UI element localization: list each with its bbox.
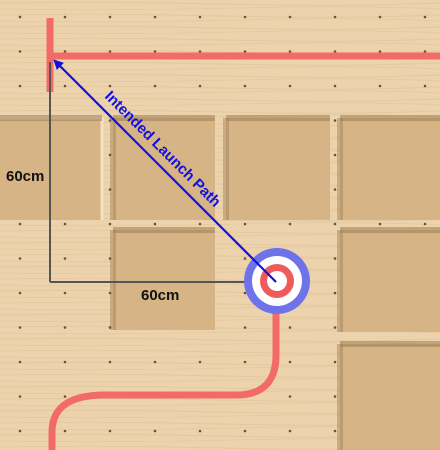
peg-hole: [63, 360, 67, 364]
peg-hole: [243, 429, 247, 433]
peg-hole: [198, 84, 202, 88]
peg-hole: [153, 84, 157, 88]
peg-hole: [63, 395, 67, 398]
peg-holes: [18, 15, 427, 433]
peg-hole: [288, 326, 292, 329]
peg-hole: [108, 222, 112, 226]
peg-hole: [108, 429, 112, 433]
launch-path-arrow: [53, 59, 277, 283]
recess-panel: [337, 227, 440, 332]
recess-panel: [223, 115, 330, 220]
peg-hole: [378, 50, 382, 53]
recess-grid: [0, 115, 440, 450]
peg-hole: [378, 84, 382, 88]
peg-hole: [333, 222, 337, 226]
peg-hole: [333, 395, 337, 398]
peg-hole: [198, 50, 202, 53]
peg-hole: [288, 360, 292, 364]
peg-hole: [333, 429, 337, 433]
peg-hole: [243, 360, 247, 364]
peg-hole: [18, 360, 22, 364]
peg-hole: [378, 222, 382, 226]
peg-hole: [333, 153, 337, 157]
peg-hole: [153, 360, 157, 364]
peg-hole: [378, 15, 382, 19]
peg-hole: [108, 257, 112, 260]
peg-hole: [108, 84, 112, 88]
peg-hole: [18, 50, 22, 53]
peg-hole: [63, 15, 67, 19]
dimension-lines: [49, 62, 276, 283]
peg-hole: [108, 188, 112, 191]
peg-hole: [18, 257, 22, 260]
peg-hole: [198, 360, 202, 364]
peg-hole: [333, 50, 337, 53]
peg-hole: [288, 50, 292, 53]
peg-hole: [198, 15, 202, 19]
peg-hole: [153, 15, 157, 19]
peg-hole: [63, 429, 67, 433]
peg-hole: [153, 222, 157, 226]
peg-hole: [18, 326, 22, 329]
peg-hole: [243, 326, 247, 329]
vertical-distance-label: 60cm: [6, 168, 44, 185]
track-curve: [48, 300, 280, 450]
peg-hole: [63, 50, 67, 53]
peg-hole: [108, 326, 112, 329]
peg-hole: [63, 257, 67, 260]
peg-hole: [423, 222, 427, 226]
recess-panel: [337, 341, 440, 450]
peg-hole: [243, 15, 247, 19]
peg-hole: [153, 429, 157, 433]
peg-hole: [63, 326, 67, 329]
peg-hole: [288, 395, 292, 398]
peg-hole: [18, 15, 22, 19]
peg-hole: [243, 50, 247, 53]
peg-hole: [243, 257, 247, 260]
peg-hole: [243, 222, 247, 226]
peg-hole: [288, 84, 292, 88]
peg-hole: [198, 222, 202, 226]
peg-hole: [63, 84, 67, 88]
peg-hole: [288, 222, 292, 226]
peg-hole: [333, 188, 337, 191]
peg-hole: [153, 50, 157, 53]
peg-hole: [243, 291, 247, 295]
peg-hole: [198, 429, 202, 433]
peg-hole: [288, 429, 292, 433]
peg-hole: [18, 429, 22, 433]
peg-hole: [108, 291, 112, 295]
peg-hole: [333, 360, 337, 364]
peg-hole: [108, 153, 112, 157]
recess-panel: [337, 115, 440, 220]
peg-hole: [108, 360, 112, 364]
peg-hole: [333, 291, 337, 295]
peg-hole: [423, 84, 427, 88]
peg-hole: [18, 395, 22, 398]
peg-hole: [333, 84, 337, 88]
peg-hole: [18, 291, 22, 295]
peg-hole: [63, 291, 67, 295]
peg-hole: [108, 50, 112, 53]
horizontal-distance-label: 60cm: [141, 287, 179, 304]
peg-hole: [333, 257, 337, 260]
peg-hole: [18, 84, 22, 88]
peg-hole: [333, 326, 337, 329]
peg-hole: [333, 119, 337, 122]
peg-hole: [423, 50, 427, 53]
peg-hole: [423, 15, 427, 19]
peg-hole: [63, 222, 67, 226]
peg-hole: [243, 84, 247, 88]
peg-hole: [288, 15, 292, 19]
bullseye-icon: [244, 248, 310, 314]
peg-hole: [108, 119, 112, 122]
peg-hole: [333, 15, 337, 19]
peg-hole: [108, 15, 112, 19]
recess-panel: [110, 227, 215, 330]
peg-hole: [18, 222, 22, 226]
